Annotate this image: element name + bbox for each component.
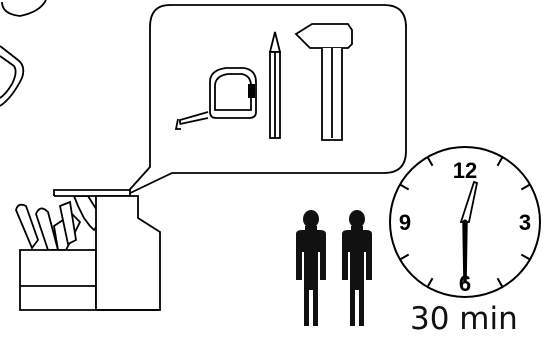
hammer-icon bbox=[294, 23, 353, 141]
partial-shape-left-edge bbox=[0, 45, 25, 107]
clock-icon: 12 3 9 6 bbox=[389, 146, 541, 298]
person-icon-1 bbox=[296, 210, 326, 326]
person-icon-2 bbox=[342, 210, 372, 326]
tape-measure-icon bbox=[174, 67, 257, 130]
clock-tick-marks bbox=[399, 156, 531, 288]
clock-label-6: 6 bbox=[459, 271, 471, 296]
clock-center bbox=[462, 219, 468, 225]
clock-label-12: 12 bbox=[453, 158, 477, 183]
toolbox-icon bbox=[15, 189, 161, 311]
clock-minute-hand bbox=[462, 221, 468, 283]
clock-label-3: 3 bbox=[519, 210, 531, 235]
partial-circle-top-left bbox=[1, 0, 47, 17]
pencil-icon bbox=[268, 31, 282, 139]
clock-label-9: 9 bbox=[399, 210, 411, 235]
speech-bubble bbox=[123, 4, 407, 197]
duration-label: 30 min bbox=[410, 301, 518, 337]
